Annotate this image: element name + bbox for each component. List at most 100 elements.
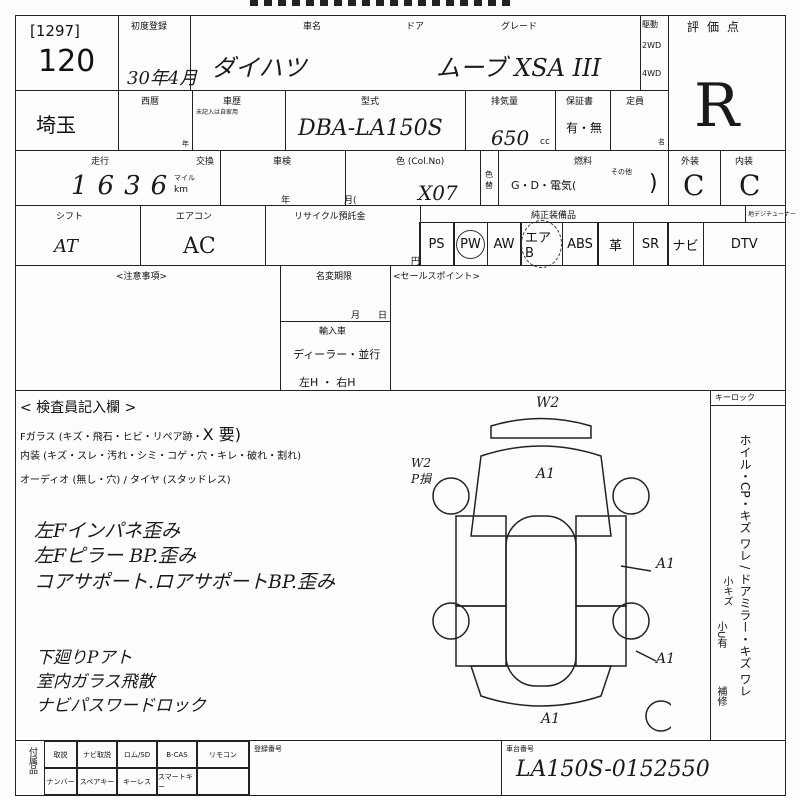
- ac-value: AC: [183, 234, 216, 259]
- drive-4wd: 4WD: [642, 69, 662, 78]
- sales-label: <セールスポイント>: [393, 272, 481, 282]
- wheel-rear-right: [612, 477, 650, 515]
- mark-a1: A1: [656, 651, 676, 667]
- lot-cell: [1297] 120: [15, 15, 119, 91]
- acc-navi-manual: ナビ取説: [77, 741, 117, 768]
- exterior-grade: C: [683, 169, 705, 202]
- recycle-label: リサイクル預託金: [294, 212, 366, 222]
- equip-label: エアB: [521, 220, 562, 268]
- side-small-1: 小キズ: [721, 576, 732, 606]
- note-4: 下廻りPアト: [36, 648, 133, 668]
- equip-leather: 革: [597, 222, 634, 266]
- score-value: R: [694, 71, 740, 141]
- km-unit: km: [174, 185, 188, 195]
- glass-mark: X 要): [202, 425, 241, 444]
- equip-label: 純正装備品: [531, 211, 577, 221]
- import-label: 輸入車: [319, 327, 347, 337]
- first-reg-label: 初度登録: [131, 22, 168, 32]
- warranty-value: 有・無: [566, 121, 603, 135]
- fuel-value: G・D・電気(: [511, 179, 577, 192]
- acc-number: ナンバー: [44, 768, 77, 795]
- equip-label: ナビ: [672, 238, 699, 254]
- acc-bcas: B-CAS: [157, 741, 197, 768]
- mileage-label: 走行: [91, 157, 110, 167]
- fuel-close: ): [649, 171, 658, 196]
- equip-label: PW: [456, 229, 485, 259]
- lot-bracket: [1297]: [30, 22, 80, 40]
- capacity-label: 定員: [626, 97, 645, 107]
- capacity-cell: 定員 名: [610, 90, 669, 151]
- equip-ps: PS: [418, 222, 455, 266]
- glass-line: Fガラス (キズ・飛石・ヒビ・リペア跡・X 要): [20, 421, 241, 445]
- first-reg-value: 30年4月: [127, 68, 198, 89]
- equip-sr: SR: [632, 222, 669, 266]
- model-code-cell: 型式 DBA-LA150S: [285, 90, 466, 151]
- dealer-option: ディーラー・並行: [293, 348, 381, 361]
- wheel-front-left: [432, 602, 470, 640]
- displacement-cell: 排気量 650 cc: [465, 90, 556, 151]
- equip-navi: ナビ: [667, 222, 704, 266]
- divider: [501, 741, 502, 795]
- reg-label: 登録番号: [254, 745, 282, 753]
- audio-line: オーディオ (無し・穴) / タイヤ (スタッドレス): [20, 475, 231, 486]
- warranty-cell: 保証書 有・無: [555, 90, 611, 151]
- model-grade: ムーブ XSA III: [436, 54, 602, 82]
- side-notes-cell: ホイル・CP・キズ ワレ / ドアミラー・キズ ワレ 小キズ 小U有 補修: [710, 405, 786, 741]
- spare-wheel: [645, 700, 671, 732]
- color-change-label: 色替: [485, 170, 493, 190]
- note-1: 左Fインパネ歪み: [34, 520, 181, 542]
- acc-spare-key: スペアキー: [77, 768, 117, 795]
- wheel-rear-left: [432, 477, 470, 515]
- exterior-cell: 外装 C: [668, 150, 721, 206]
- car-doors-rear: [455, 515, 627, 607]
- damage-line: [635, 650, 657, 662]
- acc-smart-key: スマートキー: [157, 768, 197, 795]
- history-cell: 車歴 未記入は自家用: [192, 90, 286, 151]
- meter-label: 交換: [196, 157, 215, 167]
- inspection-cell: 車検 年: [220, 150, 346, 206]
- equip-label: 革: [608, 238, 622, 254]
- mark-w2-top: W2: [536, 395, 560, 411]
- car-diagram: [432, 417, 671, 732]
- fuel-label: 燃料: [574, 157, 593, 167]
- glass-text: Fガラス (キズ・飛石・ヒビ・リペア跡・: [20, 432, 203, 443]
- equip-abs: ABS: [561, 222, 599, 266]
- inspector-section: < 検査員記入欄 > Fガラス (キズ・飛石・ヒビ・リペア跡・X 要) 内装 (…: [15, 390, 711, 741]
- car-front: [469, 665, 613, 707]
- equip-pw: PW: [453, 222, 488, 266]
- equip-airbag: エアB: [520, 220, 563, 268]
- wheel-front-right: [612, 602, 650, 640]
- interior-line: 内装 (キズ・スレ・汚れ・シミ・コゲ・穴・キレ・破れ・割れ): [20, 451, 301, 462]
- sales-point-cell: <セールスポイント>: [390, 265, 786, 391]
- inspection-year: 年: [281, 196, 291, 206]
- accessories-label: 付属品: [27, 747, 37, 774]
- interior-grade: C: [739, 169, 761, 202]
- region: 埼玉: [36, 113, 76, 137]
- mark-a1: A1: [536, 466, 556, 482]
- score-label: 評価点: [687, 20, 748, 34]
- yen-unit: 円: [411, 257, 421, 267]
- notes-cell: <注意事項>: [15, 265, 281, 391]
- model-code: DBA-LA150S: [298, 116, 443, 141]
- side-small-2: 小U有: [715, 621, 726, 649]
- name-change-label: 名変期限: [316, 272, 353, 282]
- note-3: コアサポート.ロアサポートBP.歪み: [34, 571, 335, 593]
- equip-label: ABS: [567, 236, 593, 252]
- car-name-cell: 車名 ドア グレード ダイハツ ムーブ XSA III: [190, 15, 641, 91]
- mark-w2-left: W2 P損: [411, 456, 432, 486]
- color-value: X07: [418, 181, 458, 205]
- drive-label: 駆動: [642, 20, 658, 29]
- tuner-label: 地デジチューナー: [748, 211, 797, 218]
- mark-a1: A1: [541, 711, 561, 727]
- notes-label: <注意事項>: [116, 272, 168, 282]
- accessories-grid: 取説 ナビ取説 ロム/SD B-CAS リモコン ナンバー スペアキー キーレス…: [44, 741, 249, 795]
- divider: [249, 741, 250, 795]
- recycle-cell: リサイクル預託金 円: [265, 205, 421, 267]
- model-code-label: 型式: [361, 97, 380, 107]
- equip-label: PS: [428, 236, 445, 252]
- maker: ダイハツ: [211, 54, 307, 82]
- title-banner: [250, 0, 510, 6]
- door-label: ドア: [406, 22, 425, 32]
- import-cell: 輸入車 ディーラー・並行 左H ・ 右H: [280, 321, 391, 391]
